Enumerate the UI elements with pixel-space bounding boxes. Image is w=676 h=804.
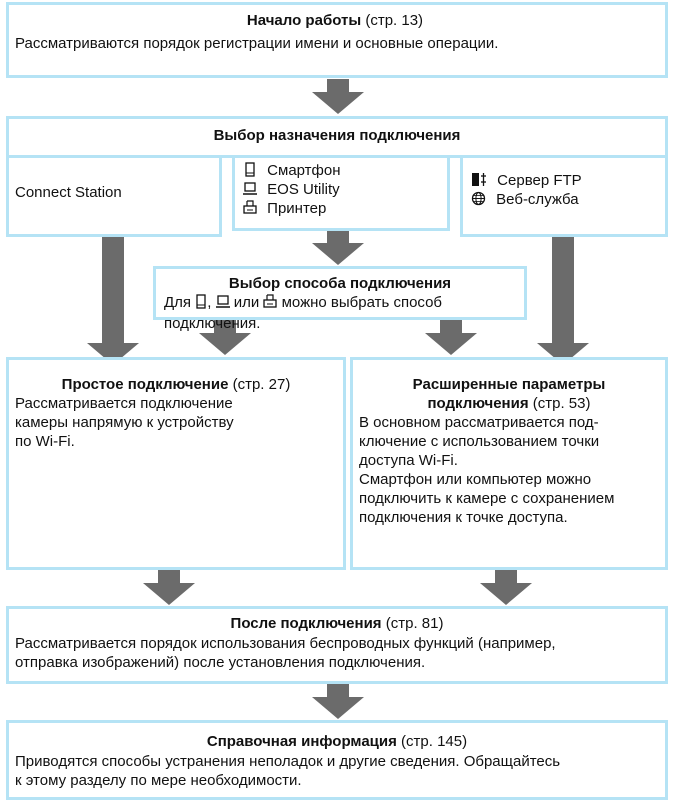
destination-title: Выбор назначения подключения [213,127,461,144]
advanced-connection-page-ref: (стр. 53) [532,395,591,412]
advanced-connection-title-line1: Расширенные параметры [412,376,606,393]
device-item-printer: Принтер [243,199,447,218]
advanced-connection-line: подключить к камере с сохранением [359,490,615,507]
printer-icon [243,200,257,220]
arrow-devices-to-method [312,230,364,266]
ftp-web-box: Сервер FTP Веб-служба [460,155,668,237]
getting-started-heading: Начало работы (стр. 13) [15,11,655,30]
device-item-web-service: Веб-служба [471,190,665,209]
device-label-smartphone: Смартфон [267,162,341,179]
getting-started-title: Начало работы [246,12,362,29]
device-item-eos-utility: EOS Utility [243,180,447,199]
connection-method-text: Для , или можно выбрать способ [164,293,524,314]
reference-title: Справочная информация [206,733,397,750]
reference-line: к этому разделу по мере необходимости. [15,772,302,789]
arrow-method-to-easy [199,320,251,356]
easy-connection-page-ref: (стр. 27) [232,376,291,393]
getting-started-description: Рассматриваются порядок регистрации имен… [15,35,499,52]
easy-connection-line: Рассматривается подключение [15,395,233,412]
device-label-web-service: Веб-служба [496,191,579,208]
advanced-connection-box: Расширенные параметры подключения (стр. … [350,357,668,570]
reference-page-ref: (стр. 145) [401,733,468,750]
device-label-eos-utility: EOS Utility [267,181,340,198]
connect-station-box: Connect Station [6,155,222,237]
connection-method-title: Выбор способа подключения [228,275,452,292]
getting-started-page-ref: (стр. 13) [365,12,424,29]
reference-heading: Справочная информация (стр. 145) [9,732,665,751]
arrow-connect-station-to-easy [87,236,139,366]
easy-connection-title: Простое подключение [61,376,229,393]
getting-started-box: Начало работы (стр. 13) Рассматриваются … [6,2,668,78]
computer-icon [243,181,257,201]
arrow-start-to-destination [312,79,364,115]
easy-connection-line: камеры напрямую к устройству [15,414,234,431]
after-connection-title: После подключения [230,615,382,632]
advanced-connection-heading: Расширенные параметры [353,375,665,394]
arrow-easy-to-after [143,570,195,606]
reference-box: Справочная информация (стр. 145) Приводя… [6,720,668,800]
after-connection-box: После подключения (стр. 81) Рассматривае… [6,606,668,684]
arrow-after-to-reference [312,684,364,720]
reference-line: Приводятся способы устранения неполадок … [15,753,561,770]
connection-method-box: Выбор способа подключения Для , или можн… [153,266,527,332]
advanced-connection-line: подключения к точке доступа. [359,509,568,526]
easy-connection-line: по Wi-Fi. [15,433,75,450]
connection-method-text-line2: подключения. [164,315,261,332]
ftp-server-icon [471,172,487,192]
printer-icon [263,294,278,314]
advanced-connection-line: В основном рассматривается под- [359,414,599,431]
computer-icon [215,294,230,314]
advanced-connection-line: ключение с использованием точки [359,433,600,450]
easy-connection-box: Простое подключение (стр. 27) Рассматрив… [6,357,346,570]
smartphone-icon [243,162,257,182]
device-label-printer: Принтер [267,200,327,217]
device-label-ftp-server: Сервер FTP [497,172,582,189]
arrow-advanced-to-after [480,570,532,606]
advanced-connection-line: Смартфон или компьютер можно [359,471,592,488]
connect-station-label: Connect Station [15,184,122,201]
smartphone-icon [195,294,207,314]
device-item-ftp-server: Сервер FTP [471,171,665,190]
after-connection-line: отправка изображений) после установления… [15,654,426,671]
after-connection-heading: После подключения (стр. 81) [9,614,665,633]
after-connection-line: Рассматривается порядок использования бе… [15,635,556,652]
advanced-connection-line: доступа Wi-Fi. [359,452,458,469]
device-item-smartphone: Смартфон [243,161,447,180]
globe-icon [471,191,486,211]
devices-box: Смартфон EOS Utility Принтер [232,155,450,231]
easy-connection-heading: Простое подключение (стр. 27) [9,375,343,394]
destination-box: Выбор назначения подключения [6,116,668,158]
advanced-connection-title-line2: подключения [427,395,529,412]
arrow-ftp-web-to-advanced [537,236,589,366]
arrow-method-to-advanced [425,320,477,356]
after-connection-page-ref: (стр. 81) [385,615,444,632]
